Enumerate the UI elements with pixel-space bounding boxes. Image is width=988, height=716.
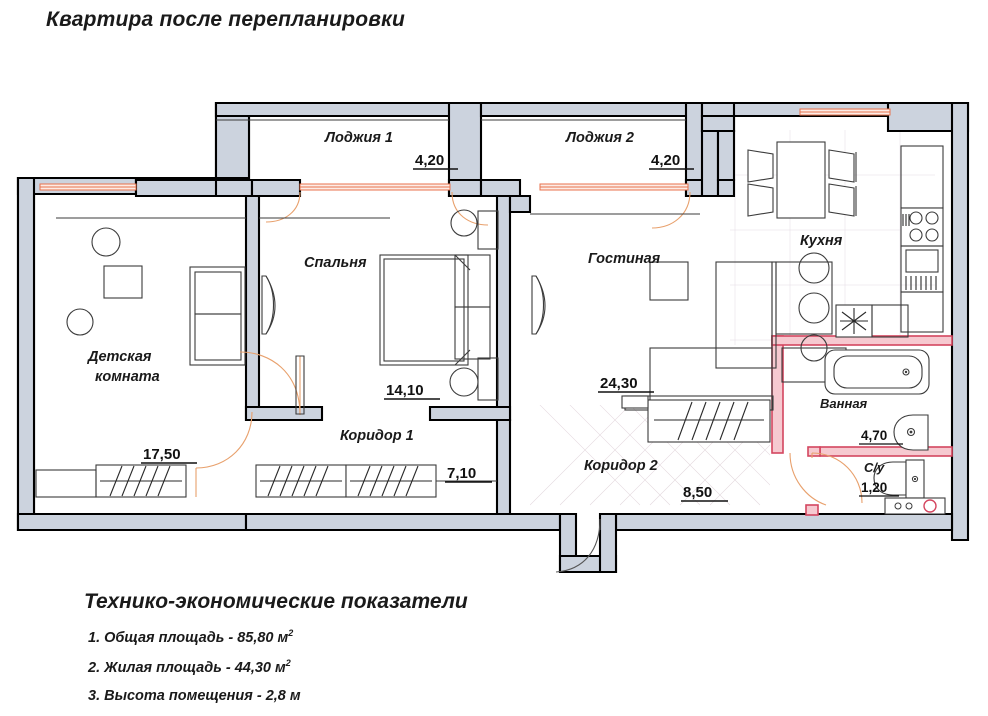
page-title: Квартира после перепланировки [46, 8, 406, 31]
furniture-living-room [621, 261, 833, 443]
room-area-wc: 1,20 [861, 480, 887, 495]
windows [39, 108, 891, 229]
tep-item-1-label: Общая площадь - 85,80 м [104, 629, 289, 646]
tep-item-2: 2. Жилая площадь - 44,30 м2 [88, 658, 301, 676]
tep-item-3-label: Высота помещения - 2,8 м [104, 687, 301, 704]
furniture-kitchen [747, 141, 944, 383]
room-label-kitchen: Кухня [800, 233, 843, 249]
room-area-corridor1: 7,10 [447, 465, 476, 482]
room-label-loggia2: Лоджия 2 [565, 130, 634, 146]
room-area-bedroom: 14,10 [386, 382, 424, 399]
tep-item-2-sup: 2 [285, 657, 291, 668]
tile-pattern-corridor [530, 405, 770, 506]
radiators-corridor1 [255, 464, 497, 498]
room-labels: Лоджия 1 4,20 Лоджия 2 4,20 Кухня Спальн… [86, 130, 903, 502]
tep-item-1-sup: 2 [288, 628, 294, 638]
room-label-corridor2: Коридор 2 [584, 458, 658, 474]
tep-item-2-label: Жилая площадь - 44,30 м [104, 659, 286, 676]
doors [195, 411, 827, 573]
tep-item-2-num: 2. [88, 659, 101, 676]
furniture-wc [873, 459, 946, 515]
room-label-loggia1: Лоджия 1 [324, 130, 393, 146]
room-label-child-room-line2: комната [95, 369, 160, 385]
room-area-loggia2: 4,20 [651, 152, 680, 169]
radiator [35, 464, 187, 498]
room-label-bathroom: Ванная [820, 396, 868, 411]
room-label-corridor1: Коридор 1 [340, 428, 414, 444]
furniture-bedroom [239, 209, 546, 416]
room-area-living: 24,30 [600, 375, 638, 392]
tep-item-3: 3. Высота помещения - 2,8 м [88, 688, 301, 704]
room-area-bathroom: 4,70 [861, 428, 887, 443]
room-area-corridor2: 8,50 [683, 484, 712, 501]
tep-list: 1. Общая площадь - 85,80 м2 2. Жилая пло… [88, 628, 301, 716]
room-label-child-room-line1: Детская [86, 349, 152, 365]
room-area-child-room: 17,50 [143, 446, 181, 463]
room-outlines [56, 213, 700, 219]
room-label-living: Гостиная [588, 251, 661, 267]
furniture-child-room [35, 227, 246, 498]
furniture-bathroom [811, 349, 930, 504]
room-label-bedroom: Спальня [304, 255, 367, 271]
wall-structure [16, 101, 970, 574]
tep-item-1: 1. Общая площадь - 85,80 м2 [88, 628, 301, 646]
tep-heading: Технико-экономические показатели [84, 590, 468, 613]
room-area-loggia1: 4,20 [415, 152, 444, 169]
tep-item-3-num: 3. [88, 687, 101, 704]
tep-item-1-num: 1. [88, 629, 101, 646]
room-label-wc: С/у [864, 460, 885, 475]
